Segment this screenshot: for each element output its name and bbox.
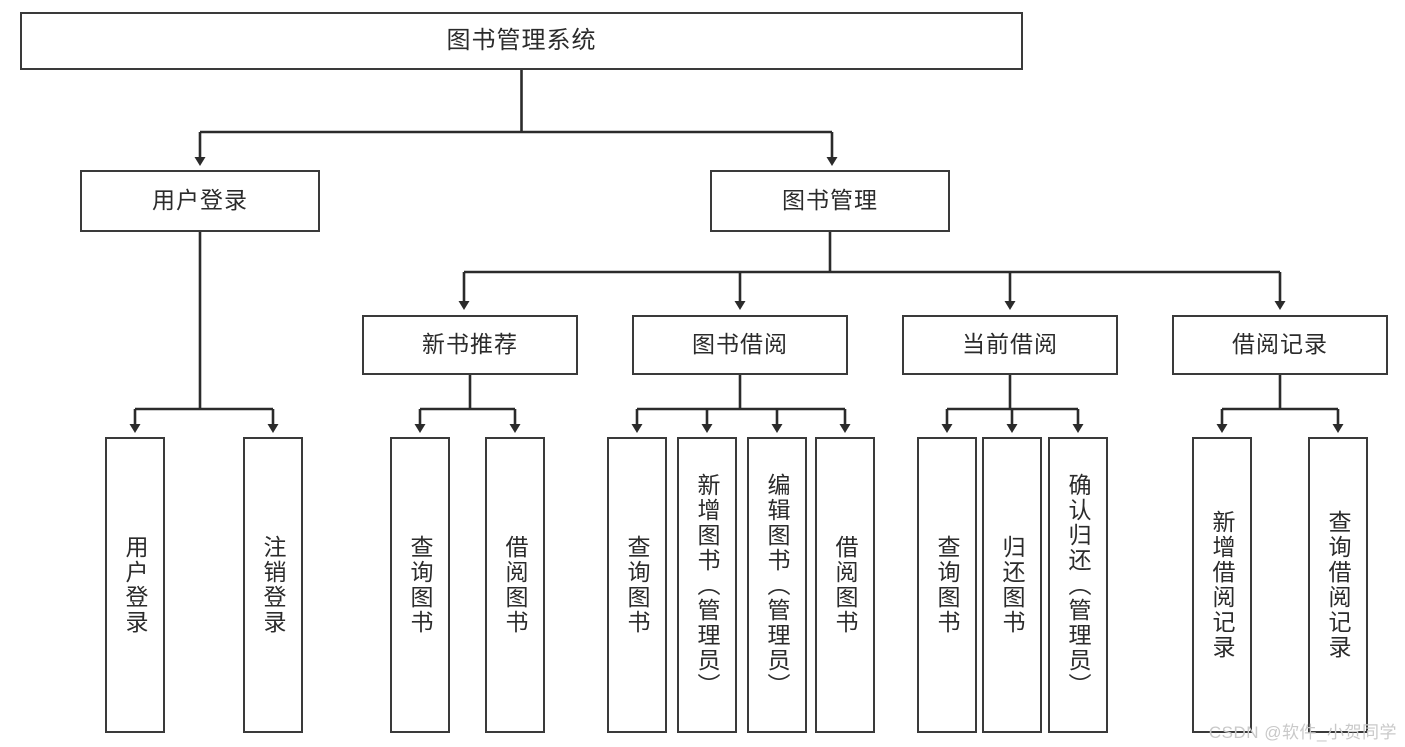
node-borrow-record[interactable]: 借阅记录 [1172, 315, 1388, 375]
leaf-recommend-borrow-book[interactable]: 借阅图书 [485, 437, 545, 733]
leaf-label: 归还图书 [999, 535, 1026, 635]
leaf-label: 新增借阅记录 [1209, 510, 1236, 660]
leaf-current-return-book[interactable]: 归还图书 [982, 437, 1042, 733]
node-new-book-recommend[interactable]: 新书推荐 [362, 315, 578, 375]
leaf-record-add-record[interactable]: 新增借阅记录 [1192, 437, 1252, 733]
leaf-recommend-query-book[interactable]: 查询图书 [390, 437, 450, 733]
leaf-label: 编辑图书（管理员） [764, 472, 791, 698]
leaf-label: 新增图书（管理员） [694, 472, 721, 698]
leaf-borrow-edit-book[interactable]: 编辑图书（管理员） [747, 437, 807, 733]
leaf-borrow-borrow-book[interactable]: 借阅图书 [815, 437, 875, 733]
node-book-borrow[interactable]: 图书借阅 [632, 315, 848, 375]
leaf-record-query-record[interactable]: 查询借阅记录 [1308, 437, 1368, 733]
leaf-label: 查询图书 [407, 535, 434, 635]
leaf-label: 查询图书 [624, 535, 651, 635]
leaf-label: 用户登录 [122, 535, 149, 635]
node-root[interactable]: 图书管理系统 [20, 12, 1023, 70]
leaf-borrow-query-book[interactable]: 查询图书 [607, 437, 667, 733]
leaf-label: 查询借阅记录 [1325, 510, 1352, 660]
leaf-label: 借阅图书 [832, 535, 859, 635]
watermark-text: CSDN @软件_小贺同学 [1208, 723, 1397, 742]
leaf-borrow-add-book[interactable]: 新增图书（管理员） [677, 437, 737, 733]
leaf-label: 查询图书 [934, 535, 961, 635]
leaf-user-login-login[interactable]: 用户登录 [105, 437, 165, 733]
node-book-management[interactable]: 图书管理 [710, 170, 950, 232]
leaf-current-confirm-return[interactable]: 确认归还（管理员） [1048, 437, 1108, 733]
node-user-login[interactable]: 用户登录 [80, 170, 320, 232]
leaf-current-query-book[interactable]: 查询图书 [917, 437, 977, 733]
leaf-label: 确认归还（管理员） [1065, 472, 1092, 698]
leaf-label: 借阅图书 [502, 535, 529, 635]
node-current-borrow[interactable]: 当前借阅 [902, 315, 1118, 375]
leaf-label: 注销登录 [260, 535, 287, 635]
leaf-user-login-logout[interactable]: 注销登录 [243, 437, 303, 733]
